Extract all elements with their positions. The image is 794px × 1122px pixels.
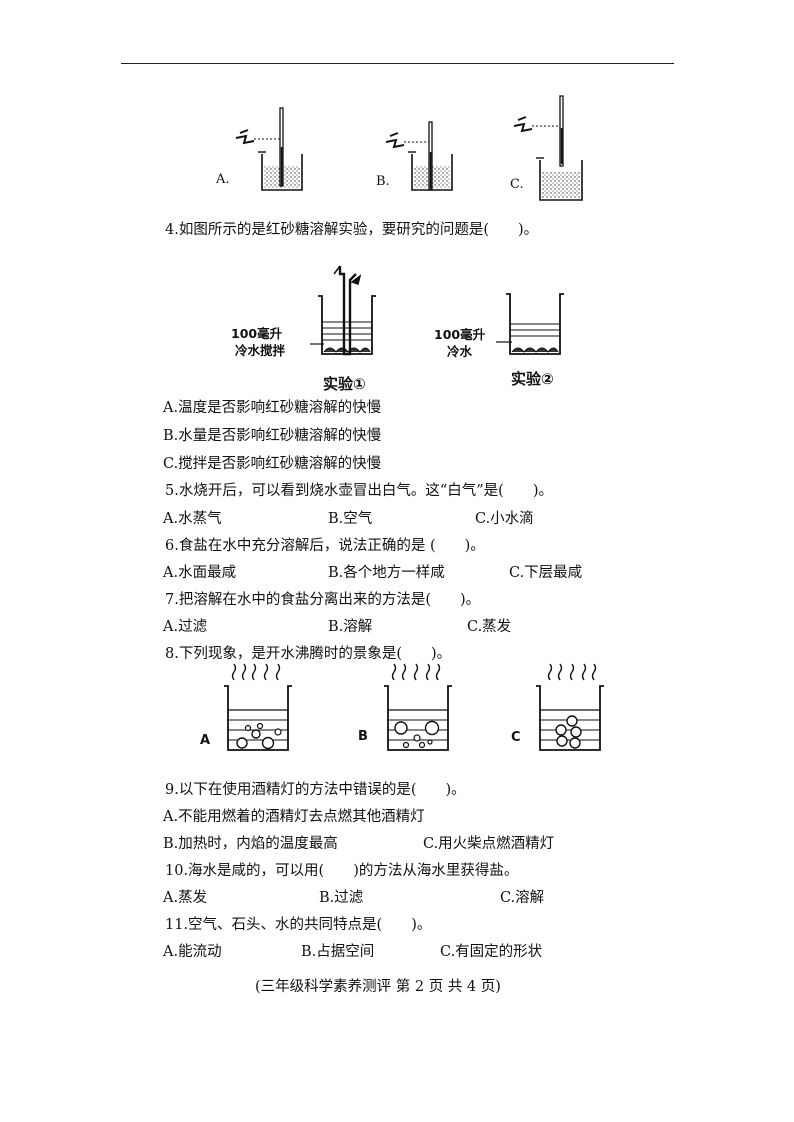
q10-option-b[interactable]: B.过滤 xyxy=(319,890,364,906)
q8-label-b: B xyxy=(358,729,368,744)
boiling-beaker-b xyxy=(384,663,452,751)
thermometer-beakers-figure xyxy=(235,95,583,201)
q7-option-b[interactable]: B.溶解 xyxy=(328,619,373,635)
experiment-2-beaker xyxy=(506,293,564,355)
q4-option-b[interactable]: B.水量是否影响红砂糖溶解的快慢 xyxy=(163,428,382,444)
exp1-water-line1: 100毫升 xyxy=(231,326,283,341)
exp1-water-line2: 冷水搅拌 xyxy=(235,343,286,358)
q6-option-c[interactable]: C.下层最咸 xyxy=(509,565,583,581)
q5-option-b[interactable]: B.空气 xyxy=(328,511,373,527)
boiling-beaker-c xyxy=(536,663,604,751)
q4-option-a[interactable]: A.温度是否影响红砂糖溶解的快慢 xyxy=(163,400,382,416)
q8-stem: 8.下列现象，是开水沸腾时的景象是( )。 xyxy=(165,646,452,662)
exp2-caption: 实验② xyxy=(511,370,554,388)
q11-option-c[interactable]: C.有固定的形状 xyxy=(440,944,543,960)
q9-option-b[interactable]: B.加热时，内焰的温度最高 xyxy=(163,836,338,852)
q11-option-b[interactable]: B.占据空间 xyxy=(301,944,375,960)
q5-stem: 5.水烧开后，可以看到烧水壶冒出白气。这“白气”是( )。 xyxy=(165,483,553,499)
q9-option-c[interactable]: C.用火柴点燃酒精灯 xyxy=(423,836,555,852)
exp2-water-line1: 100毫升 xyxy=(434,327,486,342)
beaker-c xyxy=(513,95,583,201)
exp2-water-line2: 冷水 xyxy=(447,344,473,359)
q10-option-a[interactable]: A.蒸发 xyxy=(163,890,208,906)
q7-option-a[interactable]: A.过滤 xyxy=(163,619,208,635)
sugar-dissolve-figure xyxy=(310,265,564,356)
figure-label-a: A. xyxy=(216,172,230,187)
q9-stem: 9.以下在使用酒精灯的方法中错误的是( )。 xyxy=(165,782,466,798)
q8-label-c: C xyxy=(511,730,521,745)
q6-option-b[interactable]: B.各个地方一样咸 xyxy=(328,565,445,581)
q8-label-a: A xyxy=(200,733,211,748)
q6-option-a[interactable]: A.水面最咸 xyxy=(163,565,237,581)
boiling-water-figure xyxy=(224,663,604,751)
beaker-b xyxy=(385,121,453,191)
q9-option-a[interactable]: A.不能用燃着的酒精灯去点燃其他酒精灯 xyxy=(163,809,425,825)
q5-option-c[interactable]: C.小水滴 xyxy=(475,511,534,527)
q7-option-c[interactable]: C.蒸发 xyxy=(467,619,512,635)
page-footer: (三年级科学素养测评 第 2 页 共 4 页) xyxy=(255,979,501,995)
experiment-1-beaker xyxy=(318,265,376,356)
q6-stem: 6.食盐在水中充分溶解后，说法正确的是 ( )。 xyxy=(165,538,485,554)
q5-option-a[interactable]: A.水蒸气 xyxy=(163,511,222,527)
q11-option-a[interactable]: A.能流动 xyxy=(163,944,222,960)
header-rule xyxy=(121,63,674,64)
q4-stem: 4.如图所示的是红砂糖溶解实验，要研究的问题是( )。 xyxy=(165,222,539,238)
figure-label-b: B. xyxy=(376,174,390,189)
q10-stem: 10.海水是咸的，可以用( )的方法从海水里获得盐。 xyxy=(165,863,519,879)
q4-option-c[interactable]: C.搅拌是否影响红砂糖溶解的快慢 xyxy=(163,456,382,472)
figure-label-c: C. xyxy=(510,177,524,192)
beaker-a xyxy=(235,107,303,191)
exp1-caption: 实验① xyxy=(323,375,366,393)
q11-stem: 11.空气、石头、水的共同特点是( )。 xyxy=(165,917,432,933)
boiling-beaker-a xyxy=(224,663,292,751)
q7-stem: 7.把溶解在水中的食盐分离出来的方法是( )。 xyxy=(165,592,481,608)
q10-option-c[interactable]: C.溶解 xyxy=(500,890,545,906)
